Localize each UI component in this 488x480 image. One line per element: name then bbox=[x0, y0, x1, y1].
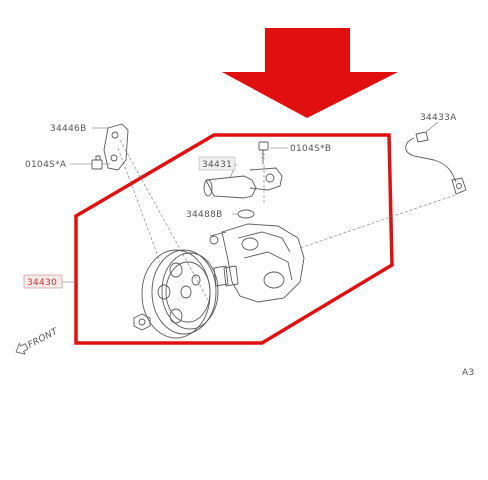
label-0104SB: 0104S*B bbox=[290, 144, 331, 154]
front-label: FRONT bbox=[26, 326, 60, 351]
pulley-nut-part bbox=[133, 313, 151, 331]
bolt-b-part bbox=[258, 141, 269, 164]
label-34430: 34430 bbox=[27, 278, 57, 288]
assembly-line-pulley bbox=[117, 147, 161, 263]
label-34433A: 34433A bbox=[420, 113, 457, 123]
bolt-a-part bbox=[91, 155, 110, 170]
front-arrow-icon bbox=[15, 342, 29, 355]
outlet-pipe-part bbox=[203, 167, 283, 199]
front-indicator: FRONT bbox=[15, 326, 61, 355]
label-0104SA: 0104S*A bbox=[25, 160, 67, 170]
label-box-34430 bbox=[23, 274, 63, 289]
assembly-line-bracket bbox=[119, 139, 209, 301]
highlight-frame bbox=[74, 133, 394, 345]
label-34446B: 34446B bbox=[50, 124, 87, 134]
label-34431: 34431 bbox=[202, 160, 232, 170]
bracket-part bbox=[103, 123, 129, 171]
sheet-reference: A3 bbox=[462, 368, 474, 378]
down-arrow-icon bbox=[222, 28, 398, 118]
label-34488B: 34488B bbox=[186, 210, 223, 220]
o-ring-part bbox=[237, 209, 255, 219]
label-box-34431 bbox=[198, 156, 236, 171]
pulley-part bbox=[141, 249, 219, 339]
pump-body-part bbox=[209, 223, 305, 303]
pressure-switch-harness-part bbox=[405, 131, 467, 195]
assembly-line-sensor bbox=[299, 194, 456, 249]
leader-34433A bbox=[425, 121, 439, 133]
